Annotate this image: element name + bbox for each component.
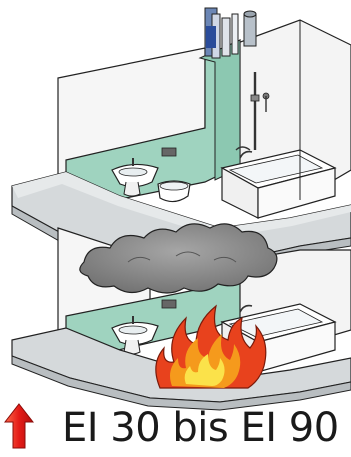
up-arrow-icon (4, 402, 34, 450)
fire-rating-caption: EI 30 bis EI 90 (0, 400, 351, 452)
upper-floor (58, 8, 351, 218)
toilet-upper (158, 181, 190, 202)
fire-rating-label: EI 30 bis EI 90 (62, 406, 339, 450)
flush-plate (162, 148, 176, 156)
